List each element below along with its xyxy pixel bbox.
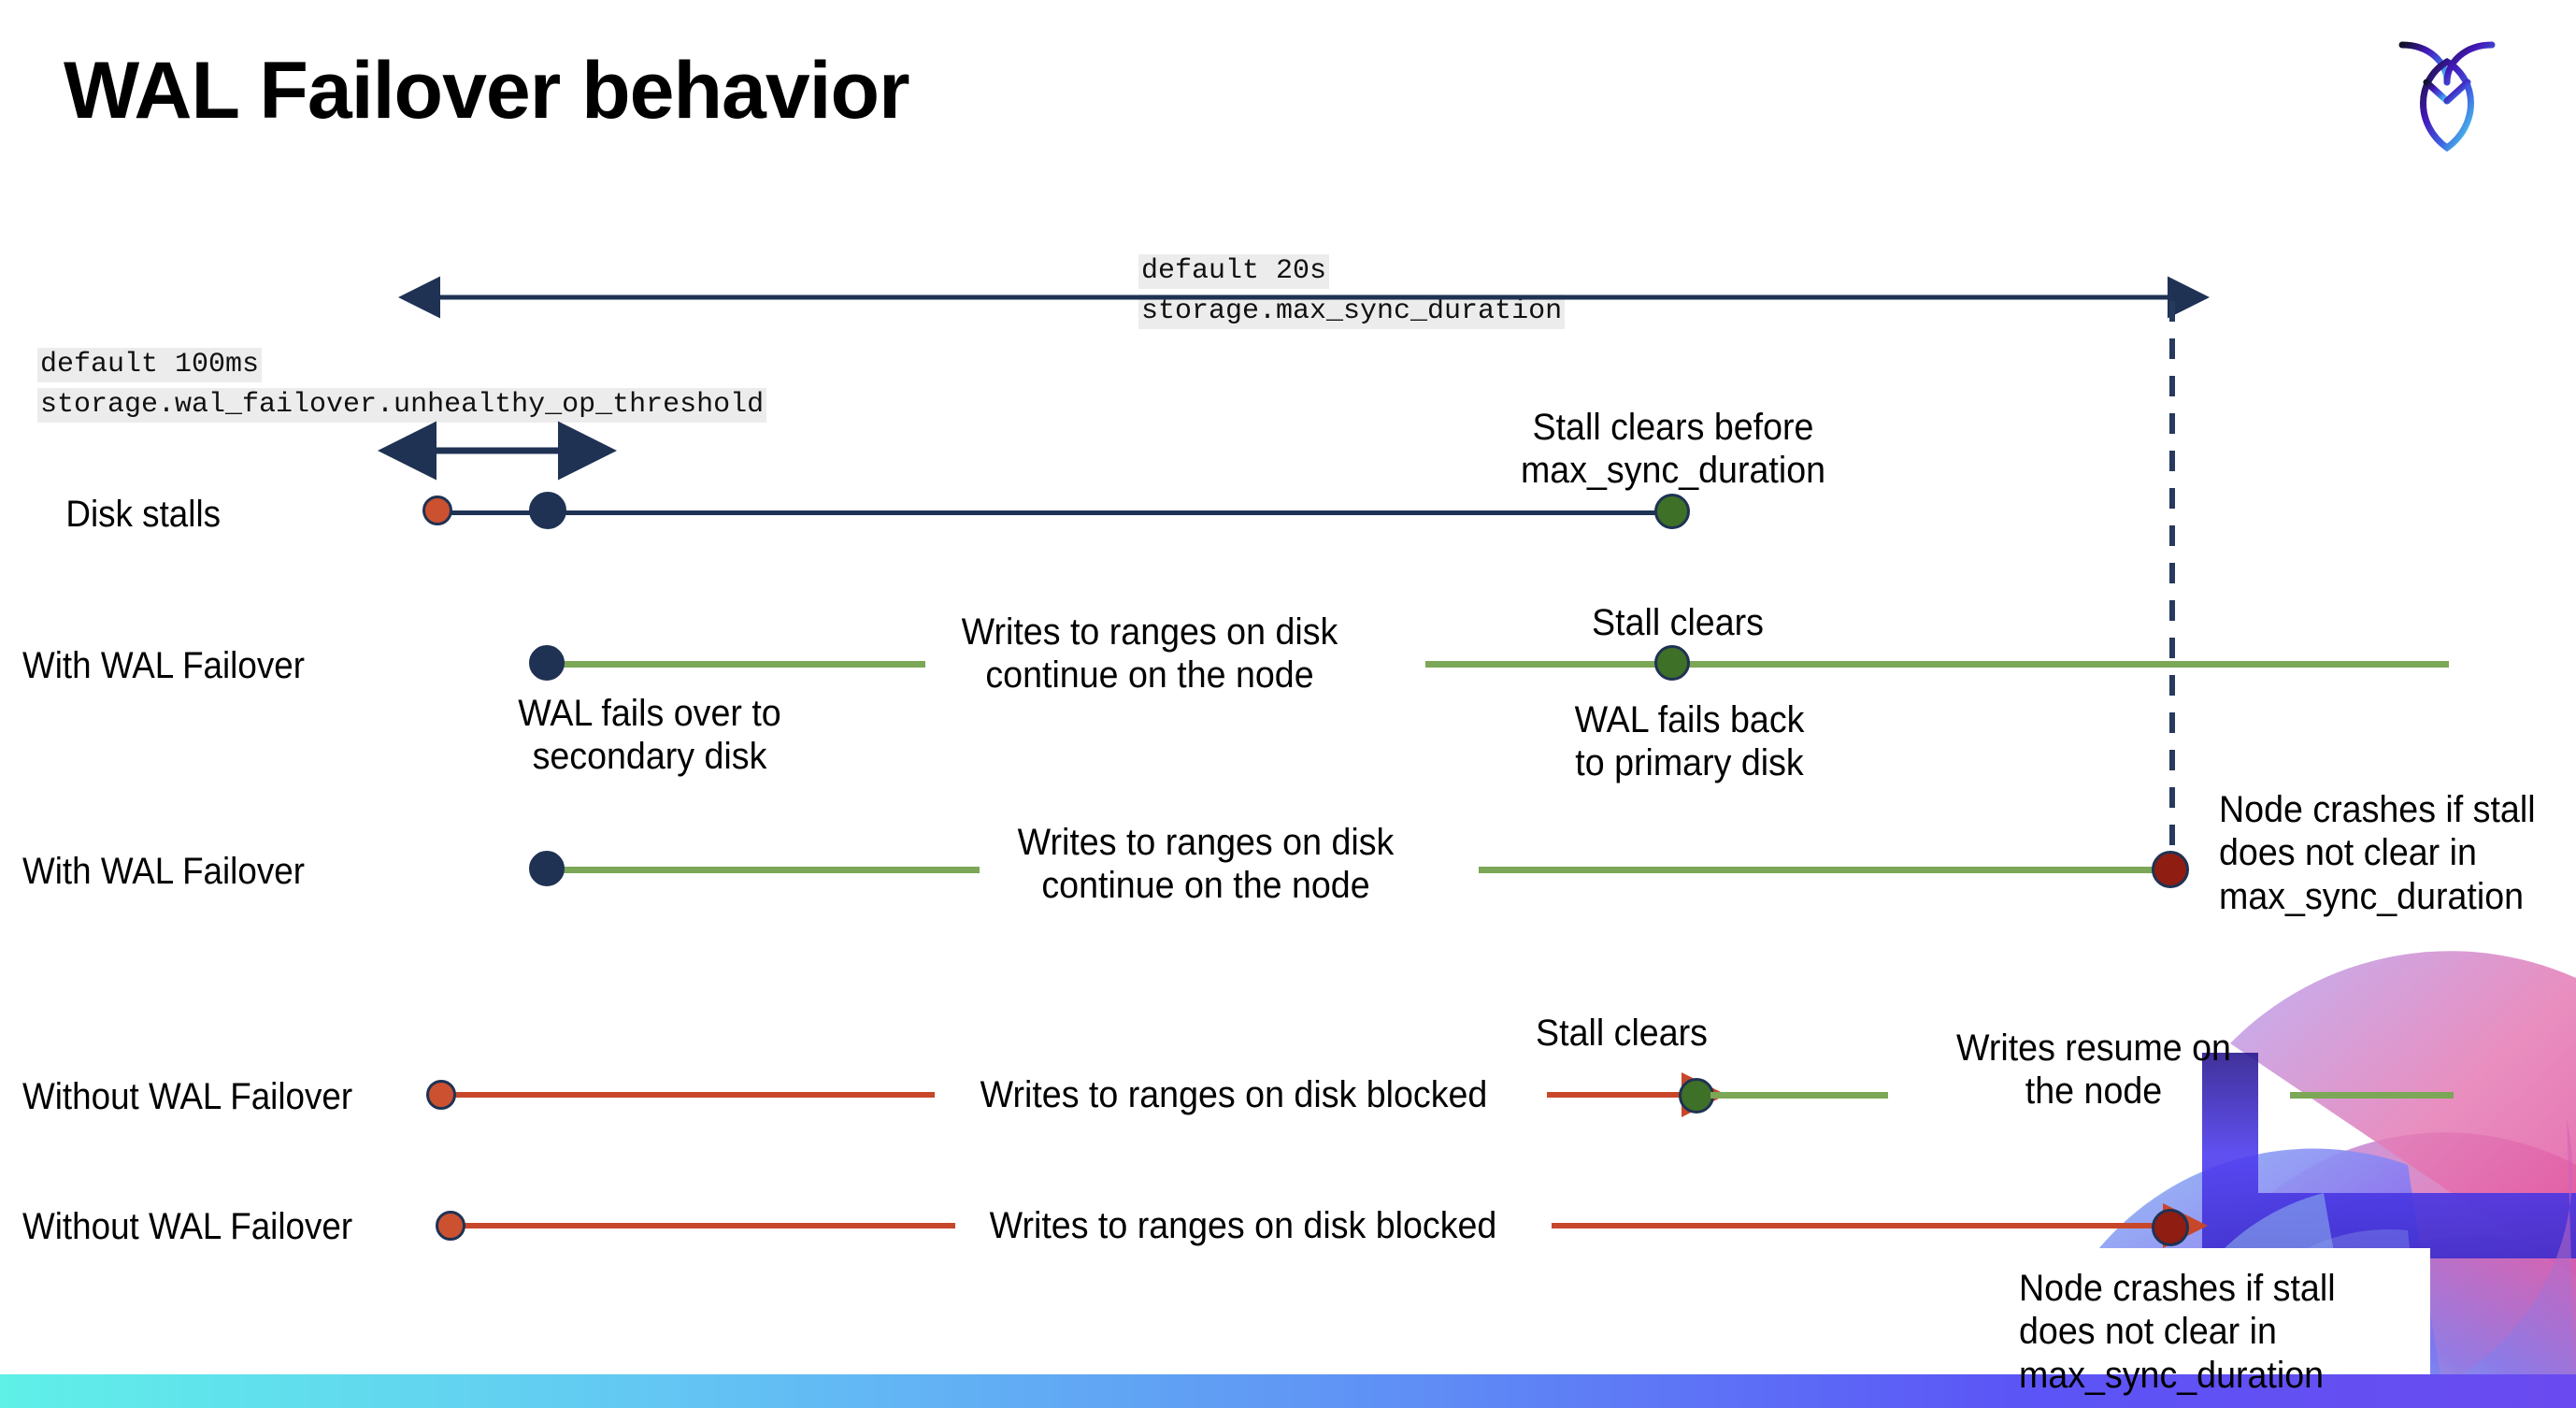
wal-failover-row2-seg-a xyxy=(551,867,980,873)
without-wal-row1-blocked-seg xyxy=(449,1092,935,1098)
without-wal-row1-resume-seg-b xyxy=(2290,1092,2454,1099)
page-title: WAL Failover behavior xyxy=(64,46,910,136)
disk-stall-start-dot xyxy=(422,496,452,525)
disk-stalls-timeline xyxy=(439,510,1673,515)
row-label-without-wal-failover-2: Without WAL Failover xyxy=(22,1206,353,1247)
wal-failover-row2-seg-b xyxy=(1479,867,2170,873)
wal-failover-row1-seg-b xyxy=(1425,661,2449,668)
note-node-crashes-row2: Node crashes if stall does not clear in … xyxy=(2219,789,2536,917)
unhealthy-op-setting-label: storage.wal_failover.unhealthy_op_thresh… xyxy=(37,388,767,423)
node-crash-dot-row5 xyxy=(2152,1209,2189,1246)
unhealthy-op-default-label: default 100ms xyxy=(37,348,263,382)
note-stall-clears-before-max-sync: Stall clears before max_sync_duration xyxy=(1506,406,1839,493)
bottom-gradient-bar xyxy=(0,1374,2576,1408)
without-wal-row2-blocked-seg xyxy=(460,1223,955,1228)
wal-failback-dot xyxy=(1654,645,1690,681)
cockroachdb-logo-icon xyxy=(2391,28,2503,154)
row-label-without-wal-failover-1: Without WAL Failover xyxy=(22,1076,353,1117)
note-writes-resume: Writes resume on the node xyxy=(1956,1027,2231,1113)
wal-failover-row2-start-dot xyxy=(529,851,565,886)
note-writes-continue-row2: Writes to ranges on disk continue on the… xyxy=(1017,822,1395,907)
without-wal-row1-resume-seg-a xyxy=(1710,1092,1888,1099)
note-writes-blocked-row5: Writes to ranges on disk blocked xyxy=(989,1205,1497,1246)
crash-note-backdrop xyxy=(2010,1248,2430,1398)
disk-stall-clear-dot xyxy=(1654,494,1690,529)
note-writes-continue-row1: Writes to ranges on disk continue on the… xyxy=(961,611,1338,697)
note-wal-fails-over: WAL fails over to secondary disk xyxy=(518,693,781,778)
row-label-with-wal-failover-2: With WAL Failover xyxy=(22,851,305,892)
note-stall-clears-row1: Stall clears xyxy=(1592,602,1764,643)
max-sync-setting-label: storage.max_sync_duration xyxy=(1138,295,1566,329)
note-wal-fails-back: WAL fails back to primary disk xyxy=(1574,699,1805,784)
without-wal-row2-start-dot xyxy=(436,1211,465,1241)
wal-failover-row1-seg-a xyxy=(551,661,925,668)
note-line-1: Stall clears before max_sync_duration xyxy=(1520,407,1826,492)
max-sync-default-label: default 20s xyxy=(1138,254,1330,289)
note-writes-blocked-row4: Writes to ranges on disk blocked xyxy=(980,1074,1488,1115)
wal-failover-trigger-dot xyxy=(529,492,566,529)
without-wal-row1-stall-clear-dot xyxy=(1679,1078,1714,1113)
note-node-crashes-row5: Node crashes if stall does not clear in … xyxy=(2019,1268,2336,1396)
row-label-disk-stalls: Disk stalls xyxy=(65,494,221,535)
note-stall-clears-row4: Stall clears xyxy=(1536,1013,1708,1054)
row-label-with-wal-failover-1: With WAL Failover xyxy=(22,645,305,686)
without-wal-row1-start-dot xyxy=(426,1080,456,1110)
node-crash-dot-row2 xyxy=(2152,851,2189,888)
wal-failover-row1-start-dot xyxy=(529,645,565,681)
